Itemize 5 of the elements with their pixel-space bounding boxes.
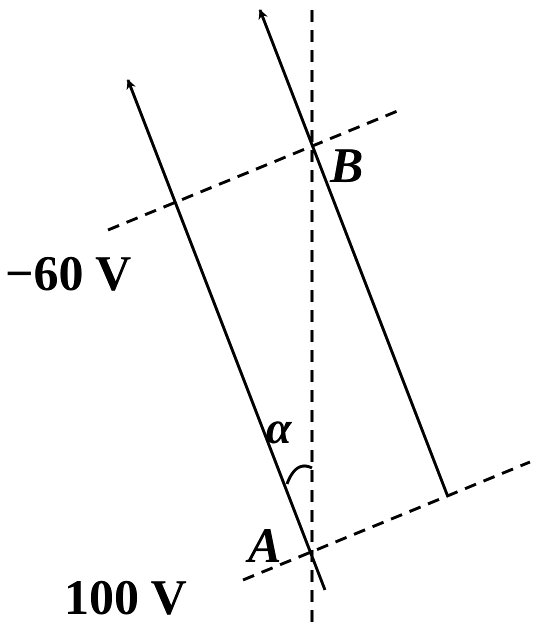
potential-label: 100 V [64,572,187,622]
point-label: A [248,520,282,570]
potential-label: −60 V [5,248,132,298]
angle-label: α [266,405,292,451]
point-label: B [330,140,364,190]
